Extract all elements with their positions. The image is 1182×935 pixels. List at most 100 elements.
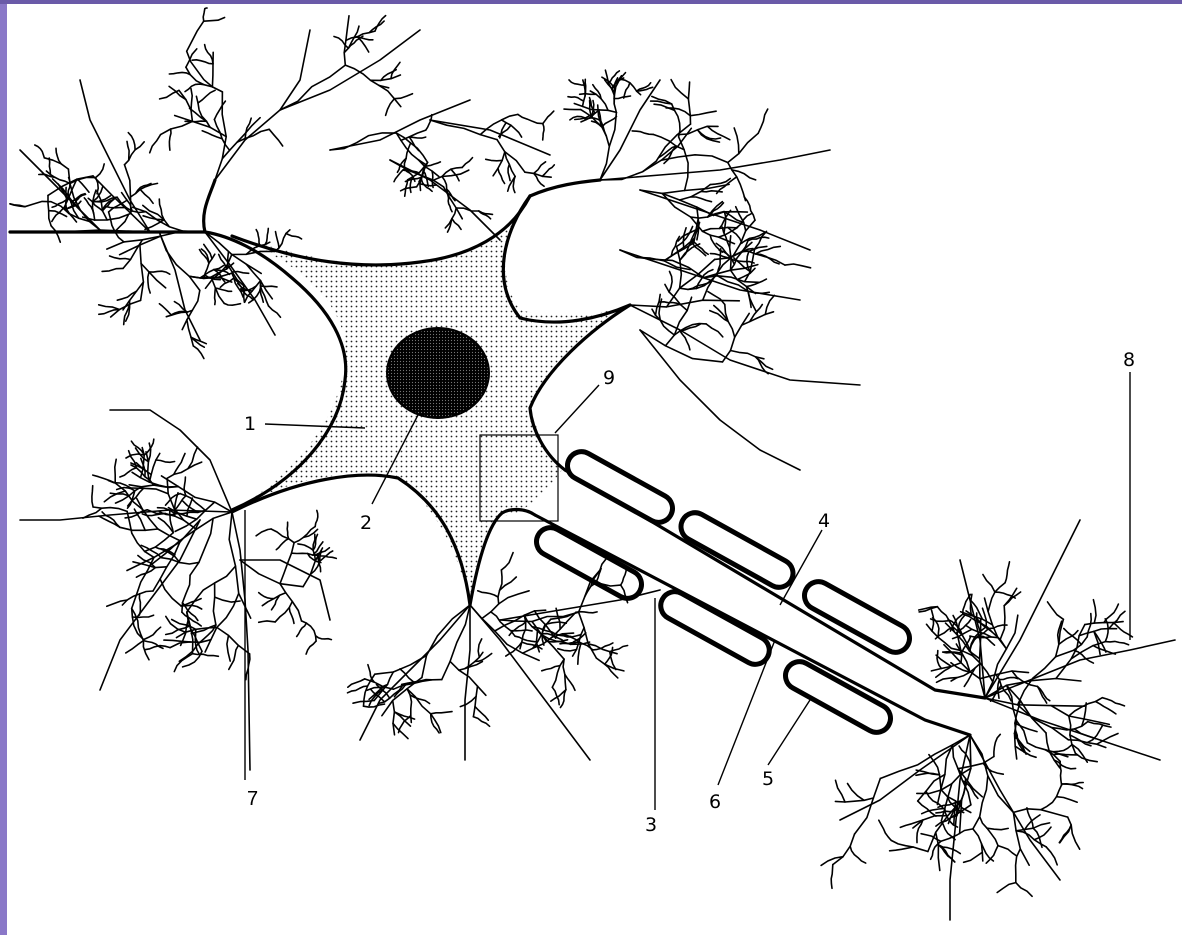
dendrite-branch bbox=[164, 640, 190, 642]
dendrite-branch bbox=[92, 486, 93, 507]
dendrite-branch bbox=[473, 686, 477, 717]
dendrite-branch bbox=[603, 116, 617, 125]
dendrite-branch bbox=[614, 96, 630, 99]
dendrite-branch bbox=[49, 158, 50, 175]
dendrite-branch bbox=[478, 591, 498, 597]
dendrite-branch bbox=[890, 847, 914, 851]
dendrite-branch bbox=[120, 231, 205, 255]
dendrite-branch bbox=[120, 527, 158, 530]
dendrite-branch bbox=[187, 21, 204, 51]
dendrite-branch bbox=[690, 111, 716, 116]
dendrite-branch bbox=[985, 698, 1084, 706]
dendrite-branch bbox=[25, 201, 51, 206]
dendrite-branch bbox=[821, 857, 843, 866]
dendrite-branch bbox=[120, 468, 136, 477]
dendrite-branch bbox=[1049, 745, 1071, 752]
dendrite-branch bbox=[722, 227, 729, 247]
dendrite-branch bbox=[569, 80, 584, 85]
dendrite-branch bbox=[393, 701, 395, 735]
dendrite-branch bbox=[364, 704, 385, 707]
dendrite-branch bbox=[605, 664, 618, 678]
dendrite-branch bbox=[265, 228, 268, 244]
dendrite-branch bbox=[185, 84, 204, 92]
dendrite-branch bbox=[280, 543, 294, 584]
dendrite-branch bbox=[375, 16, 386, 32]
dendrite-branch bbox=[185, 121, 206, 122]
dendrite-branch bbox=[160, 90, 179, 99]
dendrite-branch bbox=[1059, 825, 1071, 843]
dendrite-branch bbox=[110, 256, 131, 260]
dendrite-branch bbox=[418, 160, 439, 177]
dendrite-branch bbox=[215, 288, 216, 305]
dendrite-branch bbox=[259, 593, 274, 599]
dendrite-branch bbox=[1093, 600, 1096, 623]
dendrite-branch bbox=[994, 734, 1000, 756]
dendrite-branch bbox=[148, 272, 150, 293]
dendrite-branch bbox=[758, 109, 768, 133]
dendrite-branch bbox=[486, 159, 503, 161]
dendrite-branch bbox=[139, 594, 140, 615]
dendrite-branch bbox=[131, 488, 169, 494]
dendrite-branch bbox=[568, 97, 584, 101]
dendrite-branch bbox=[452, 219, 461, 230]
dendrite-branch bbox=[669, 271, 672, 292]
dendrite-branch bbox=[836, 780, 846, 802]
dendrite-branch bbox=[204, 18, 225, 22]
dendrite-branch bbox=[433, 170, 468, 180]
dendrite-branch bbox=[698, 130, 720, 142]
dendrite-branch bbox=[543, 124, 544, 140]
dendrite-branch bbox=[706, 324, 723, 337]
dendrite-branch bbox=[232, 251, 275, 254]
dendrite-branch bbox=[140, 189, 153, 203]
dendrite-branch bbox=[394, 94, 412, 99]
label-8: 8 bbox=[1123, 349, 1135, 371]
dendrite-branch bbox=[386, 99, 395, 116]
dendrite-branch bbox=[848, 784, 865, 801]
dendrite-branch bbox=[259, 621, 276, 622]
dendrite-branch bbox=[102, 268, 123, 271]
dendrite-branch bbox=[593, 85, 601, 99]
dendrite-branch bbox=[552, 659, 564, 687]
dendrite-branch bbox=[691, 197, 712, 202]
dendrite-branch bbox=[315, 510, 318, 526]
dendrite-branch bbox=[1057, 797, 1078, 803]
dendrite-branch bbox=[1005, 562, 1009, 583]
dendrite-branch bbox=[193, 654, 219, 657]
dendrite-branch bbox=[480, 114, 518, 134]
dendrite-branch bbox=[728, 133, 758, 162]
dendrite-branch bbox=[475, 654, 492, 662]
dendrite-branch bbox=[123, 282, 143, 310]
dendrite-branch bbox=[620, 79, 641, 95]
dendrite-branch bbox=[585, 79, 586, 96]
dendrite-branch bbox=[542, 165, 554, 176]
dendrite-branch bbox=[240, 560, 303, 587]
dendrite-branch bbox=[78, 180, 89, 193]
dendrite-branch bbox=[498, 570, 502, 604]
dendrite-branch bbox=[205, 45, 213, 64]
dendrite-branch bbox=[375, 656, 427, 675]
dendrite-branch bbox=[422, 605, 470, 678]
dendrite-branch bbox=[734, 128, 739, 154]
dendrite-branch bbox=[149, 271, 170, 274]
dendrite-branch bbox=[169, 129, 171, 150]
dendrite-branch bbox=[502, 120, 522, 137]
dendrite-branch bbox=[921, 834, 941, 842]
label-2: 2 bbox=[360, 512, 372, 534]
myelin-sheath bbox=[676, 508, 798, 593]
dendrite-branch bbox=[498, 168, 505, 183]
dendrite-branch bbox=[160, 234, 200, 290]
dendrite-branch bbox=[212, 52, 213, 87]
dendrite-branch bbox=[229, 645, 239, 669]
leader-5 bbox=[768, 700, 810, 765]
dendrite-branch bbox=[653, 134, 684, 149]
dendrite-branch bbox=[1105, 641, 1128, 644]
dendrite-branch bbox=[879, 820, 891, 840]
dendrite-branch bbox=[671, 80, 688, 99]
dendrite-branch bbox=[297, 623, 307, 636]
dendrite-branch bbox=[286, 234, 302, 239]
dendrite-branch bbox=[701, 191, 722, 192]
dendrite-branch bbox=[184, 477, 186, 496]
dendrite-branch bbox=[144, 627, 161, 639]
dendrite-branch bbox=[1046, 847, 1057, 865]
dendrite-branch bbox=[192, 60, 213, 64]
